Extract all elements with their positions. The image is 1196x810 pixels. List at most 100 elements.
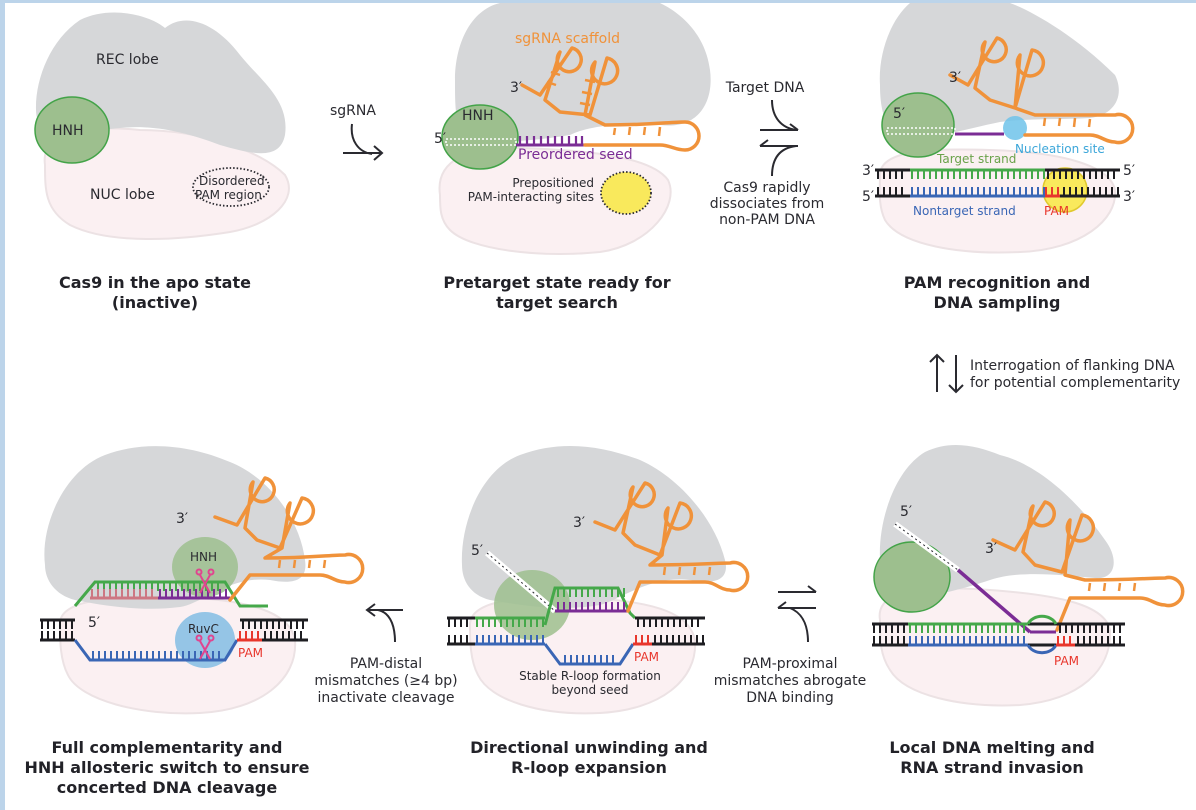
caption-strand-invasion-1: Local DNA melting and bbox=[889, 738, 1094, 757]
target-strand-loop bbox=[73, 580, 268, 608]
caption-pretarget-2: target search bbox=[496, 293, 618, 312]
curve-arrow-stem bbox=[350, 123, 373, 155]
five-prime-label: 5′ bbox=[434, 131, 446, 147]
rloop-note-1: Stable R-loop formation bbox=[519, 669, 661, 683]
ruvc-scissors-icon bbox=[195, 634, 215, 660]
sgrna-scaffold bbox=[948, 36, 1135, 145]
pam-label: PAM bbox=[1054, 654, 1079, 668]
rec-lobe-shape bbox=[44, 446, 306, 609]
reverse-arrow-icon bbox=[759, 139, 798, 147]
pam-sites-label-1: Prepositioned bbox=[512, 176, 594, 190]
nucleation-site-label: Nucleation site bbox=[1015, 142, 1105, 156]
panel-rloop: 5′ 3′ PAM Stable R-loop formation beyond… bbox=[447, 445, 750, 777]
dissociate-label-2: dissociates from bbox=[710, 196, 825, 212]
hnh-domain bbox=[881, 92, 955, 158]
proximal-label-3: DNA binding bbox=[746, 690, 833, 706]
transition-interrogation: Interrogation of flanking DNA for potent… bbox=[929, 353, 1180, 394]
dna-base-ticks bbox=[448, 588, 704, 664]
rec-lobe-label: REC lobe bbox=[96, 52, 159, 68]
three-prime-rna-label: 3′ bbox=[949, 70, 961, 86]
caption-pretarget-1: Pretarget state ready for bbox=[443, 273, 670, 292]
dna-5prime-top-right: 5′ bbox=[1123, 163, 1135, 179]
caption-rloop-1: Directional unwinding and bbox=[470, 738, 708, 757]
dna-base-ticks bbox=[877, 170, 1119, 196]
caption-cleavage-1: Full complementarity and bbox=[51, 738, 282, 757]
guide-rna-spacer bbox=[445, 138, 517, 146]
rec-lobe-shape bbox=[455, 3, 711, 143]
reverse-arrow-icon bbox=[777, 601, 816, 609]
sgrna-base-pairs bbox=[1087, 582, 1137, 592]
up-arrow-icon bbox=[929, 353, 945, 392]
dna-3prime-bottom-right: 3′ bbox=[1123, 189, 1135, 205]
interrogation-label-1: Interrogation of flanking DNA bbox=[970, 358, 1175, 374]
proximal-label-2: mismatches abrogate bbox=[714, 673, 867, 689]
panel-pretarget: sgRNA scaffold 3′ 5′ HNH Preordered seed… bbox=[434, 3, 711, 312]
five-prime-label: 5′ bbox=[88, 615, 100, 631]
transition-target-dna: Target DNA Cas9 rapidly dissociates from… bbox=[710, 80, 825, 228]
preordered-seed-label: Preordered seed bbox=[518, 147, 633, 163]
three-prime-label: 3′ bbox=[985, 541, 997, 557]
panel-pam-recognition: 3′ 5′ Nucleation site Target strand 3′ 5… bbox=[862, 3, 1135, 312]
hnh-label: HNH bbox=[52, 123, 84, 139]
caption-pam-recognition-1: PAM recognition and bbox=[904, 273, 1090, 292]
caption-cleavage-2: HNH allosteric switch to ensure bbox=[25, 758, 310, 777]
dna-5prime-bottom-left: 5′ bbox=[862, 189, 874, 205]
caption-strand-invasion-2: RNA strand invasion bbox=[900, 758, 1083, 777]
figure-frame-left bbox=[0, 0, 5, 810]
proximal-label-1: PAM-proximal bbox=[742, 656, 837, 672]
down-arrow-icon bbox=[948, 355, 964, 394]
pam-region-label-2: PAM region bbox=[195, 188, 262, 202]
distal-label-1: PAM-distal bbox=[350, 656, 422, 672]
panel-cleavage: 3′ 5′ HNH RuvC PAM Full complementarity … bbox=[25, 446, 365, 797]
caption-rloop-2: R-loop expansion bbox=[511, 758, 667, 777]
pam-interacting-sites bbox=[600, 171, 652, 215]
sgrna-scaffold bbox=[213, 476, 365, 602]
curve-arrow-stem bbox=[771, 145, 797, 177]
caption-apo-2: (inactive) bbox=[112, 293, 198, 312]
three-prime-label: 3′ bbox=[510, 80, 522, 96]
transition-proximal: PAM-proximal mismatches abrogate DNA bin… bbox=[714, 585, 867, 706]
hnh-domain bbox=[873, 541, 951, 613]
hnh-label: HNH bbox=[462, 108, 494, 124]
rloop-note-2: beyond seed bbox=[551, 683, 628, 697]
three-prime-label: 3′ bbox=[573, 515, 585, 531]
pam-sites-label-2: PAM-interacting sites bbox=[468, 190, 594, 204]
transition-distal: PAM-distal mismatches (≥4 bp) inactivate… bbox=[314, 603, 458, 706]
seed-region bbox=[956, 568, 1032, 634]
hnh-domain bbox=[441, 104, 519, 170]
curve-arrow-stem bbox=[789, 607, 809, 643]
sgrna-scaffold bbox=[520, 46, 701, 152]
distal-label-2: mismatches (≥4 bp) bbox=[314, 673, 457, 689]
hnh-label: HNH bbox=[190, 550, 217, 564]
guide-rna-spacer bbox=[886, 127, 956, 135]
panel-apo: REC lobe HNH NUC lobe Disordered PAM reg… bbox=[34, 12, 290, 312]
curve-arrow-stem bbox=[377, 609, 396, 643]
dissociate-label-3: non-PAM DNA bbox=[719, 212, 815, 228]
distal-label-3: inactivate cleavage bbox=[318, 690, 455, 706]
interrogation-label-2: for potential complementarity bbox=[970, 375, 1180, 391]
rec-lobe-shape bbox=[461, 445, 726, 608]
caption-cleavage-3: concerted DNA cleavage bbox=[57, 778, 278, 797]
target-dna-label: Target DNA bbox=[725, 80, 805, 96]
forward-arrow-icon bbox=[778, 585, 817, 593]
ruvc-label: RuvC bbox=[188, 622, 219, 636]
caption-apo-1: Cas9 in the apo state bbox=[59, 273, 251, 292]
panel-strand-invasion: 5′ 3′ PAM Local DNA melting and RNA stra… bbox=[872, 444, 1185, 777]
dissociate-label-1: Cas9 rapidly bbox=[723, 180, 810, 196]
five-prime-label: 5′ bbox=[471, 543, 483, 559]
pam-region-label-1: Disordered bbox=[199, 174, 265, 188]
seed-ticks bbox=[518, 136, 584, 145]
pam-label: PAM bbox=[634, 650, 659, 664]
three-prime-label: 3′ bbox=[176, 511, 188, 527]
melted-nontarget-bubble bbox=[1026, 644, 1058, 655]
right-arrow-icon bbox=[343, 145, 384, 161]
sgrna-base-pairs bbox=[546, 70, 662, 137]
target-strand-label: Target strand bbox=[936, 152, 1016, 166]
sgrna-scaffold bbox=[593, 481, 750, 613]
dna-base-ticks bbox=[873, 624, 1121, 645]
pam-label: PAM bbox=[1044, 204, 1069, 218]
sgrna-base-pairs bbox=[662, 566, 712, 576]
sgrna-scaffold bbox=[991, 500, 1185, 632]
sgrna-scaffold-label: sgRNA scaffold bbox=[515, 31, 620, 47]
